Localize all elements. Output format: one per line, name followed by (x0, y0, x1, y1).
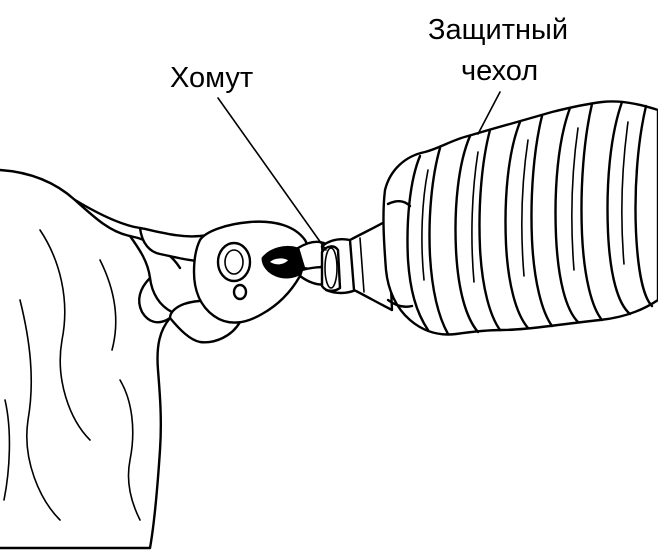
boot-leader-line (477, 91, 501, 135)
pliers (138, 220, 332, 344)
protective-boot (382, 100, 658, 336)
hand (0, 168, 182, 550)
boot-label-line1: Защитный (428, 14, 568, 46)
clamp-label: Хомут (170, 62, 253, 94)
clamp-assembly (320, 218, 394, 312)
clamp-leader-line (217, 97, 327, 251)
boot-label-line2: чехол (461, 55, 538, 87)
